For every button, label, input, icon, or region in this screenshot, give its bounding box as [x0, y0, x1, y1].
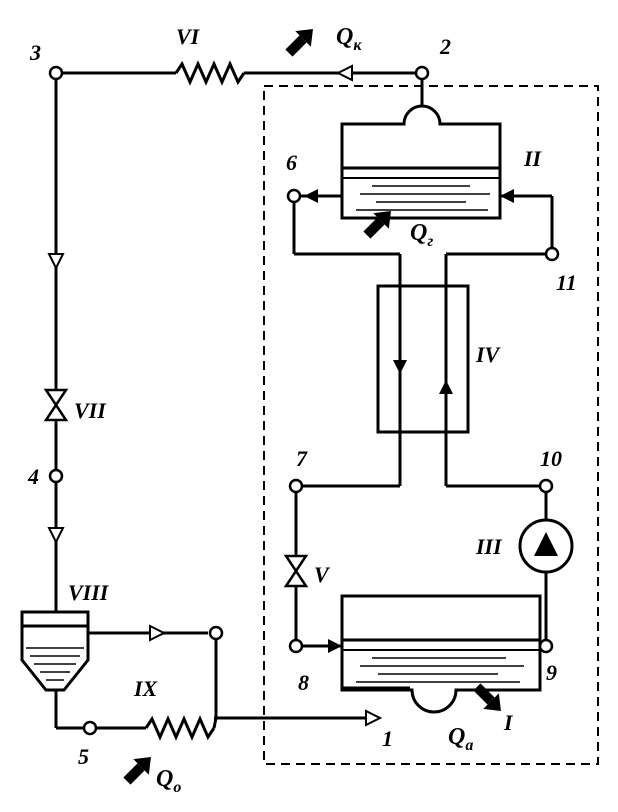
flow-arrow-icon [47, 527, 65, 545]
nodes [48, 65, 560, 736]
label-condenser: VI [176, 24, 201, 49]
label-point-2: 2 [439, 34, 451, 59]
label-valve-v: V [314, 562, 331, 587]
expansion-valve-vii-lower-icon [43, 402, 69, 422]
flow-arrow-icon [335, 64, 353, 82]
heat-arrow-qa-icon [473, 683, 501, 711]
pump-icon [534, 532, 558, 556]
label-pump: III [475, 534, 503, 559]
separator-viii [20, 610, 218, 730]
label-evaporator: IX [133, 676, 159, 701]
flow-arrow-icon [365, 709, 383, 727]
solution-lines [283, 476, 548, 653]
condenser-line [56, 60, 424, 100]
label-point-11: 11 [556, 270, 577, 295]
pump-iii [518, 518, 574, 574]
expansion-valve-v-lower-icon [283, 568, 309, 588]
node-4 [48, 468, 64, 484]
node-8 [288, 638, 304, 654]
flow-arrow-icon [439, 380, 453, 394]
node-7 [288, 478, 304, 494]
expansion-valve-vii-icon [43, 388, 69, 408]
heat-arrow-qg-icon [363, 211, 391, 239]
flow-arrow-icon [500, 189, 514, 203]
node-vapour [208, 625, 224, 641]
label-point-3: 3 [29, 40, 41, 65]
label-point-4: 4 [27, 464, 39, 489]
node-10 [538, 478, 554, 494]
label-point-5: 5 [78, 744, 89, 769]
node-6 [286, 188, 302, 204]
label-generator: II [523, 146, 543, 171]
component-labels: I II III IV V VI VII VIII IX [68, 24, 543, 735]
label-point-7: 7 [296, 446, 308, 471]
label-point-10: 10 [540, 446, 562, 471]
label-point-9: 9 [546, 660, 557, 685]
heat-exchanger-iv [376, 254, 470, 476]
flow-arrow-icon [304, 189, 318, 203]
absorption-unit-boundary [263, 85, 599, 765]
heat-arrow-qk-icon [285, 29, 313, 57]
label-qk: Qк [336, 24, 362, 54]
flow-arrow-icon [393, 360, 407, 374]
label-absorber: I [503, 710, 514, 735]
heat-arrow-qo-icon [123, 757, 151, 785]
label-qa: Qа [448, 724, 473, 754]
evaporator-line [96, 709, 383, 741]
flow-arrow-icon [47, 253, 65, 271]
heat-labels: Qк Qг Qа Qо [156, 24, 473, 796]
flow-arrow-icon [149, 624, 167, 642]
node-11 [544, 246, 560, 262]
absorber-i [340, 594, 542, 714]
label-point-8: 8 [298, 670, 309, 695]
point-labels: 1 2 3 4 5 6 7 8 9 10 11 [27, 34, 577, 769]
node-2 [414, 65, 430, 81]
label-heat-exchanger: IV [475, 342, 502, 367]
node-3 [48, 65, 64, 81]
label-qg: Qг [410, 220, 433, 250]
heat-arrows [123, 29, 501, 785]
flow-arrow-icon [328, 639, 342, 653]
generator-ii [292, 86, 554, 256]
label-point-6: 6 [286, 150, 297, 175]
node-5 [82, 720, 98, 736]
label-valve-vii: VII [74, 398, 107, 423]
label-point-1: 1 [382, 726, 393, 751]
label-qo: Qо [156, 766, 181, 796]
label-separator: VIII [68, 580, 110, 605]
expansion-valve-v-icon [283, 554, 309, 574]
node-9 [538, 638, 554, 654]
liquid-line [43, 73, 69, 612]
